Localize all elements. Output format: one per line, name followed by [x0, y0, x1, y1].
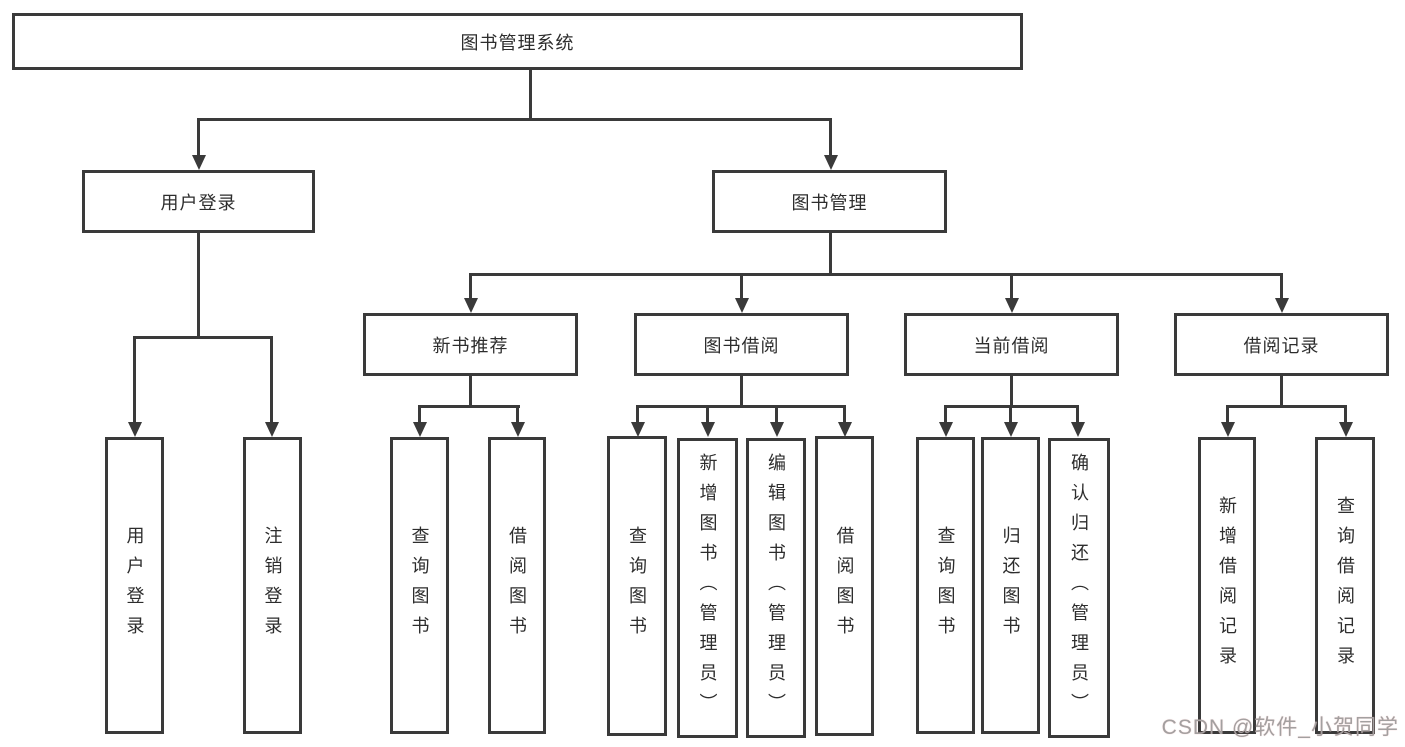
arrowhead-down-icon [1339, 422, 1353, 437]
arrowhead-down-icon [824, 155, 838, 170]
arrowhead-down-icon [1221, 422, 1235, 437]
node-new-book-recommend: 新书推荐 [363, 313, 578, 376]
arrowhead-down-icon [770, 422, 784, 437]
arrowhead-down-icon [128, 422, 142, 437]
arrowhead-down-icon [464, 298, 478, 313]
leaf-label: 新增借阅记录 [1217, 495, 1237, 676]
connector-drop [516, 405, 519, 423]
leaf-borrow-books-recommend: 借阅图书 [488, 437, 546, 734]
node-current-borrow: 当前借阅 [904, 313, 1119, 376]
connector-drop [1076, 405, 1079, 423]
arrowhead-down-icon [735, 298, 749, 313]
leaf-label: 查询图书 [627, 526, 647, 646]
arrowhead-down-icon [939, 422, 953, 437]
connector-stem [740, 376, 743, 406]
node-label: 当前借阅 [973, 335, 1050, 356]
leaf-return-books: 归还图书 [981, 437, 1040, 734]
connector-drop-user-login [197, 118, 200, 156]
connector-drop [636, 405, 639, 423]
leaf-edit-book-admin: 编辑图书（管理员） [746, 438, 806, 738]
arrowhead-down-icon [838, 422, 852, 437]
node-borrow-records: 借阅记录 [1174, 313, 1389, 376]
arrowhead-down-icon [1275, 298, 1289, 313]
arrowhead-down-icon [701, 422, 715, 437]
leaf-add-book-admin: 新增图书（管理员） [677, 438, 738, 738]
leaf-label: 查询图书 [935, 525, 956, 646]
node-label: 借阅记录 [1243, 335, 1320, 356]
node-label: 新书推荐 [432, 335, 509, 356]
connector-stem [469, 376, 472, 406]
arrowhead-down-icon [192, 155, 206, 170]
connector-drop [270, 336, 273, 423]
connector-drop [944, 405, 947, 423]
leaf-label: 注销登录 [262, 525, 283, 646]
node-book-borrow: 图书借阅 [634, 313, 849, 376]
leaf-add-borrow-record: 新增借阅记录 [1198, 437, 1256, 734]
leaf-label: 归还图书 [1000, 525, 1021, 646]
node-label: 图书借阅 [703, 335, 780, 356]
arrowhead-down-icon [1004, 422, 1018, 437]
connector-user-login-stem [197, 233, 200, 336]
leaf-label: 新增图书（管理员） [697, 453, 718, 723]
connector-drop [843, 405, 846, 423]
leaf-label: 编辑图书（管理员） [766, 453, 786, 723]
connector-drop [418, 405, 421, 423]
connector-stem [1280, 376, 1283, 406]
leaf-user-login: 用户登录 [105, 437, 164, 734]
leaf-label: 查询图书 [409, 525, 430, 646]
arrowhead-down-icon [631, 422, 645, 437]
connector-drop [1226, 405, 1229, 423]
connector-root-stem [529, 70, 532, 118]
connector-drop [706, 405, 709, 423]
leaf-logout: 注销登录 [243, 437, 302, 734]
connector-bus [636, 405, 846, 408]
leaf-query-borrow-record: 查询借阅记录 [1315, 437, 1375, 734]
leaf-query-books-current: 查询图书 [916, 437, 975, 734]
connector-bus [1226, 405, 1347, 408]
arrowhead-down-icon [1071, 422, 1085, 437]
connector-bus [418, 405, 520, 408]
leaf-label: 借阅图书 [834, 526, 855, 646]
connector-drop [469, 273, 472, 299]
connector-book-mgmt-bus [469, 273, 1283, 276]
node-book-management: 图书管理 [712, 170, 947, 233]
connector-drop [1009, 405, 1012, 423]
arrowhead-down-icon [511, 422, 525, 437]
node-user-login: 用户登录 [82, 170, 315, 233]
leaf-label: 借阅图书 [507, 525, 527, 646]
connector-drop [1010, 273, 1013, 299]
csdn-watermark: CSDN @软件_小贺同学 [1161, 716, 1399, 739]
leaf-label: 用户登录 [124, 525, 145, 646]
node-label: 图书管理 [791, 192, 868, 213]
leaf-query-books-borrow: 查询图书 [607, 436, 667, 736]
leaf-label: 确认归还（管理员） [1069, 453, 1089, 723]
arrowhead-down-icon [413, 422, 427, 437]
connector-drop [775, 405, 778, 423]
leaf-borrow-books: 借阅图书 [815, 436, 874, 736]
connector-drop [740, 273, 743, 299]
connector-user-login-bus [133, 336, 273, 339]
leaf-label: 查询借阅记录 [1335, 495, 1355, 676]
arrowhead-down-icon [265, 422, 279, 437]
connector-drop [1344, 405, 1347, 423]
node-label: 图书管理系统 [460, 32, 575, 53]
leaf-confirm-return-admin: 确认归还（管理员） [1048, 438, 1110, 738]
node-library-system: 图书管理系统 [12, 13, 1023, 70]
connector-stem [1010, 376, 1013, 406]
connector-root-bus [197, 118, 832, 121]
leaf-query-books-recommend: 查询图书 [390, 437, 449, 734]
node-label: 用户登录 [160, 192, 237, 213]
connector-drop [1280, 273, 1283, 299]
connector-drop [133, 336, 136, 423]
connector-drop-book-management [829, 118, 832, 156]
arrowhead-down-icon [1005, 298, 1019, 313]
connector-book-mgmt-stem [829, 233, 832, 274]
